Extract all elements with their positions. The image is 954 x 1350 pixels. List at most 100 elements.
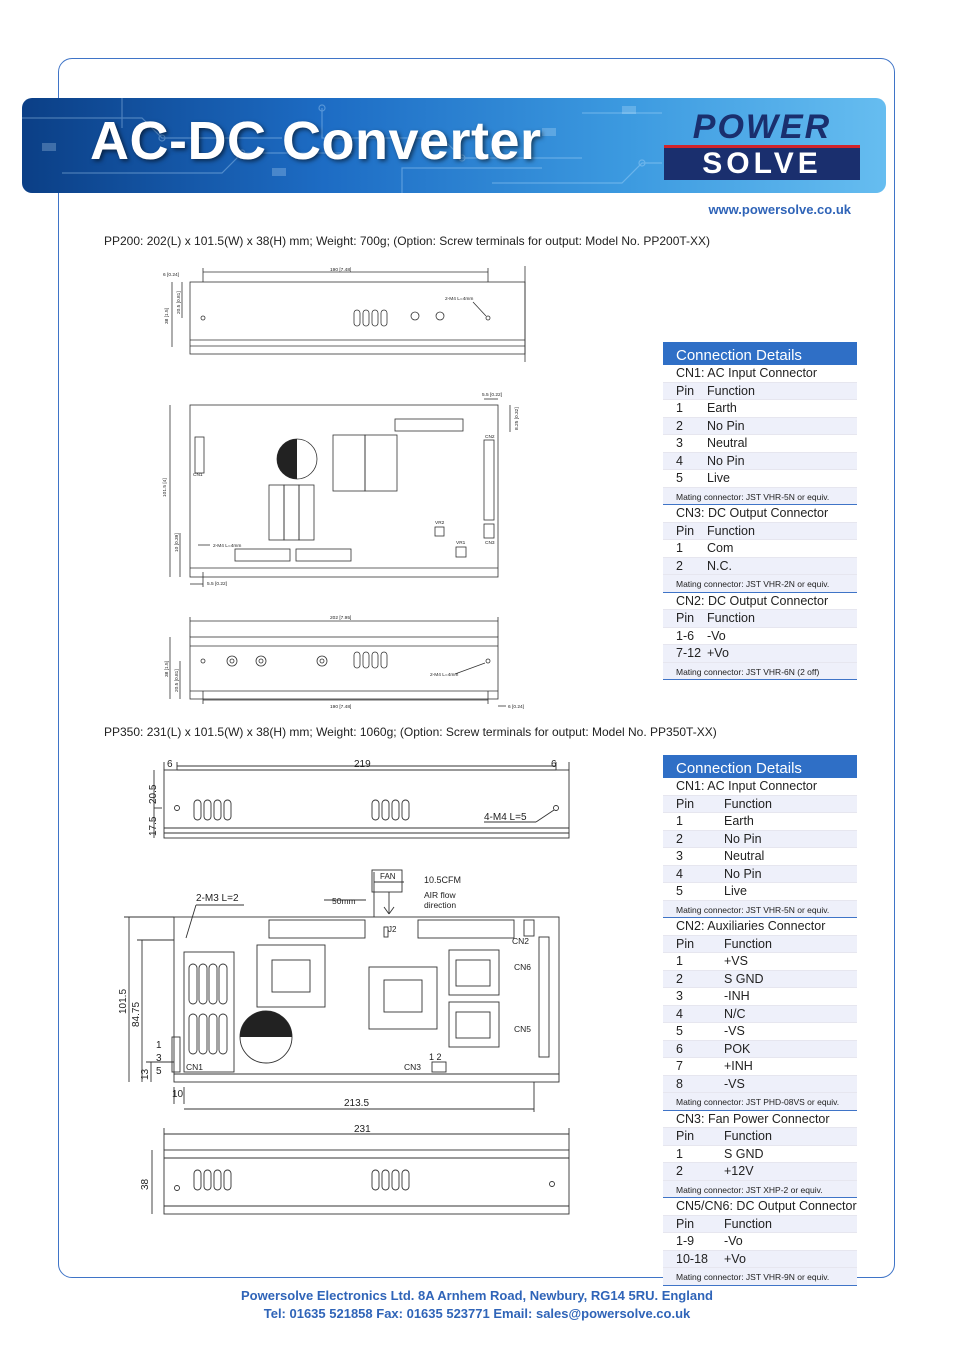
website-link[interactable]: www.powersolve.co.uk xyxy=(708,202,851,217)
connection-details-header: Connection Details xyxy=(663,342,857,365)
connector-column-header: Pin Function xyxy=(663,522,857,540)
pp350-dim-13: 13 xyxy=(140,1068,151,1080)
pin-header: Pin xyxy=(676,1216,695,1231)
pp350-screw-top: 4-M4 L=5 xyxy=(484,812,527,823)
table-row: 1-9-Vo xyxy=(663,1233,857,1251)
pin-header: Pin xyxy=(676,796,695,811)
function-cell: Earth xyxy=(707,401,737,415)
connector-column-header: Pin Function xyxy=(663,1215,857,1233)
table-row: 7+INH xyxy=(663,1058,857,1076)
pin-header: Pin xyxy=(676,383,695,398)
pp350-label-cn5: CN5 xyxy=(514,1024,531,1034)
table-row: 2 No Pin xyxy=(663,417,857,435)
pp350-label-fan: FAN xyxy=(380,872,396,881)
pin-cell: 2 xyxy=(676,971,683,986)
pin-cell: 4 xyxy=(676,1006,683,1021)
pp350-label-cn6: CN6 xyxy=(514,962,531,972)
pp350-label-pin-5: 5 xyxy=(156,1066,162,1077)
pp350-label-cn2: CN2 xyxy=(512,936,529,946)
function-cell: Com xyxy=(707,541,734,555)
pp350-dim-top-right: 6 xyxy=(551,759,557,770)
pp200-screw-mid: 2-M4 L=4mm xyxy=(213,543,241,549)
pin-cell: 2 xyxy=(676,831,683,846)
function-cell: S GND xyxy=(724,1146,764,1161)
function-cell: No Pin xyxy=(707,418,745,433)
pin-header: Pin xyxy=(676,523,695,538)
table-row: 1-6-Vo xyxy=(663,628,857,645)
pp200-mechanical-drawing: 190 [7.48] 6 [0.24] 38 [1.5] 20.5 [0.81]… xyxy=(162,266,526,710)
function-cell: -VS xyxy=(724,1024,745,1038)
pp200-dim-side-height: 10 [0.39] xyxy=(174,533,180,552)
pp200-label-vr1: VR1 xyxy=(456,540,466,546)
page-frame xyxy=(58,58,895,1278)
pp200-offset-right: 8.25 [0.32] xyxy=(514,407,520,430)
pin-cell: 1 xyxy=(676,954,683,968)
pp200-label-vr2: VR2 xyxy=(435,520,445,526)
pin-cell: 3 xyxy=(676,849,683,863)
function-cell: Earth xyxy=(724,814,754,828)
pin-cell: 6 xyxy=(676,1041,683,1056)
connector-title: CN2: Auxiliaries Connector xyxy=(663,918,857,936)
pp200-offset-top: 5.5 [0.22] xyxy=(482,392,502,398)
table-row: 10-18+Vo xyxy=(663,1250,857,1268)
pp350-dim-top-left: 6 xyxy=(167,759,173,770)
header-banner: AC-DC Converter POWER SOLVE xyxy=(22,98,886,193)
footer-contact: Tel: 01635 521858 Fax: 01635 523771 Emai… xyxy=(263,1306,691,1321)
pp350-caption: PP350: 231(L) x 101.5(W) x 38(H) mm; Wei… xyxy=(104,725,717,739)
mating-connector-note: Mating connector: JST VHR-6N (2 off) xyxy=(663,662,857,680)
pin-cell: 5 xyxy=(676,471,683,485)
pp200-dim-top-h1: 38 [1.5] xyxy=(164,308,170,324)
pp350-dim-bottom-height: 38 xyxy=(140,1178,151,1190)
function-cell: No Pin xyxy=(707,453,745,468)
function-header: Function xyxy=(707,523,755,538)
pp200-label-cn3: CN3 xyxy=(485,540,495,546)
table-row: 5 Live xyxy=(663,883,857,901)
pin-cell: 2 xyxy=(676,1164,683,1178)
function-cell: +Vo xyxy=(724,1251,746,1266)
circuit-pattern-image xyxy=(22,98,662,193)
pp350-label-cn1: CN1 xyxy=(186,1062,203,1072)
function-cell: Neutral xyxy=(707,436,748,450)
pin-cell: 5 xyxy=(676,884,683,898)
connector-title: CN1: AC Input Connector xyxy=(663,365,857,383)
pp350-dim-width: 101.5 xyxy=(118,989,129,1014)
pin-cell: 1-6 xyxy=(676,628,695,643)
pin-cell: 2 xyxy=(676,418,683,433)
pp350-label-pin-3: 3 xyxy=(156,1053,162,1064)
pin-cell: 8 xyxy=(676,1076,683,1091)
function-header: Function xyxy=(724,1216,772,1231)
pin-cell: 2 xyxy=(676,558,683,573)
function-cell: N/C xyxy=(724,1006,746,1021)
logo-text-solve: SOLVE xyxy=(664,148,860,180)
pp350-label-cfm: 10.5CFM xyxy=(424,875,461,885)
logo-red-bar xyxy=(664,145,860,149)
pp350-dim-213-5: 213.5 xyxy=(344,1098,369,1109)
pp350-screw-mid: 2-M3 L=2 xyxy=(196,893,239,904)
pp350-label-cn3: CN3 xyxy=(404,1062,421,1072)
pp350-dim-inner-width: 84.75 xyxy=(131,1002,142,1027)
function-cell: +Vo xyxy=(707,646,729,660)
function-cell: Live xyxy=(724,884,747,898)
mating-connector-note: Mating connector: JST VHR-5N or equiv. xyxy=(663,487,857,505)
pp200-dim-bottom-length: 202 [7.95] xyxy=(330,615,351,621)
function-cell: +INH xyxy=(724,1059,753,1073)
pin-cell: 4 xyxy=(676,866,683,881)
pp350-dim-height-upper: 20.5 xyxy=(148,784,159,804)
pp200-screw-bottom: 2-M4 L=4mm xyxy=(430,672,458,678)
pp200-dim-bottom-right: 6 [0.24] xyxy=(508,704,524,710)
table-row: 3-INH xyxy=(663,988,857,1006)
pp200-label-cn2: CN2 xyxy=(485,434,495,440)
function-cell: -INH xyxy=(724,989,750,1003)
mating-connector-note: Mating connector: JST XHP-2 or equiv. xyxy=(663,1180,857,1198)
pp350-dim-top-length: 219 xyxy=(354,759,371,770)
